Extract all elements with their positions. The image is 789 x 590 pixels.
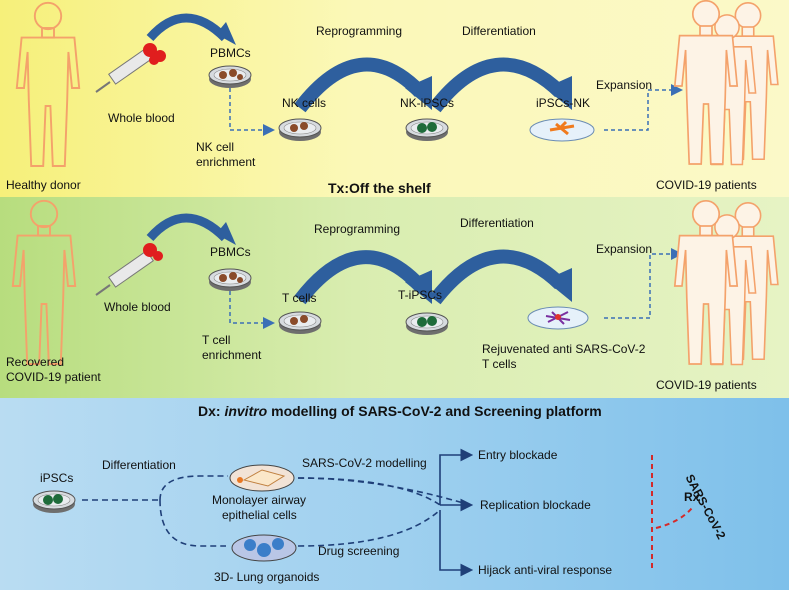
hijack-label: Hijack anti-viral response bbox=[478, 563, 613, 577]
t-cells-dish-icon bbox=[278, 311, 322, 335]
reprogramming-label-2: Reprogramming bbox=[314, 222, 401, 236]
t-enrichment-label-1: T cell bbox=[202, 333, 231, 347]
nk-cells-dish-icon bbox=[278, 118, 322, 142]
panel-t-cell-therapy bbox=[0, 197, 789, 398]
rx-label: Rx bbox=[684, 490, 700, 504]
ipsc-nk-dish-icon bbox=[529, 118, 595, 142]
arrow-blood-to-pbmcs-2 bbox=[146, 213, 236, 245]
healthy-donor-icon bbox=[15, 1, 81, 167]
healthy-donor-label: Healthy donor bbox=[6, 178, 81, 192]
ipscs-dish-icon bbox=[32, 490, 76, 514]
syringe-icon-2 bbox=[95, 243, 163, 296]
whole-blood-label-2: Whole blood bbox=[104, 300, 171, 314]
nk-enrichment-label-1: NK cell bbox=[196, 140, 235, 154]
lung-organoids-dish-icon bbox=[231, 534, 297, 562]
differentiation-connector bbox=[82, 475, 228, 547]
differentiation-arrow-nk bbox=[429, 57, 572, 113]
syringe-icon bbox=[95, 43, 166, 93]
t-ipscs-label: T-iPSCs bbox=[398, 288, 443, 302]
ipscs-label: iPSCs bbox=[40, 471, 74, 485]
recovered-label-1: Recovered bbox=[6, 355, 65, 369]
reprogramming-arrow-t bbox=[294, 250, 432, 305]
patients-label: COVID-19 patients bbox=[656, 178, 757, 192]
monolayer-airway-dish-icon bbox=[229, 464, 295, 492]
tx-title: Tx:Off the shelf bbox=[328, 180, 431, 196]
outcome-arrows bbox=[439, 448, 474, 577]
differentiation-label-3: Differentiation bbox=[102, 458, 176, 472]
rejuvenated-label-2: T cells bbox=[482, 357, 517, 371]
rejuvenated-label-1: Rejuvenated anti SARS-CoV-2 bbox=[482, 342, 646, 356]
expansion-label-2: Expansion bbox=[596, 242, 653, 256]
monolayer-label-1: Monolayer airway bbox=[212, 493, 307, 507]
dashed-arrow-expansion-t bbox=[604, 248, 683, 319]
differentiation-label: Differentiation bbox=[462, 24, 536, 38]
patients-icon-2 bbox=[673, 199, 779, 366]
expansion-label: Expansion bbox=[596, 78, 653, 92]
replication-blockade-label: Replication blockade bbox=[480, 498, 591, 512]
t-cells-label: T cells bbox=[282, 291, 317, 305]
arrow-blood-to-pbmcs bbox=[146, 13, 236, 45]
monolayer-label-2: epithelial cells bbox=[222, 508, 297, 522]
whole-blood-label: Whole blood bbox=[108, 111, 175, 125]
recovered-patient-icon bbox=[11, 199, 77, 365]
nk-ipscs-label: NK-iPSCs bbox=[400, 96, 455, 110]
dashed-arrow-enrichment-nk bbox=[229, 88, 275, 136]
sars-modelling-label: SARS-CoV-2 modelling bbox=[302, 456, 427, 470]
differentiation-label-2: Differentiation bbox=[460, 216, 534, 230]
panel-in-vitro-modelling bbox=[0, 398, 789, 590]
reprogramming-label: Reprogramming bbox=[316, 24, 403, 38]
entry-blockade-label: Entry blockade bbox=[478, 448, 558, 462]
dx-title: Dx: invitro modelling of SARS-CoV-2 and … bbox=[198, 403, 602, 419]
patients-icon bbox=[673, 0, 779, 166]
recovered-label-2: COVID-19 patient bbox=[6, 370, 101, 384]
organoids-label: 3D- Lung organoids bbox=[214, 570, 320, 584]
panel-nk-therapy bbox=[0, 0, 789, 197]
patients-label-2: COVID-19 patients bbox=[656, 378, 757, 392]
nk-cells-label: NK cells bbox=[282, 96, 327, 110]
pbmcs-label: PBMCs bbox=[210, 46, 251, 60]
pbmc-dish-icon-2 bbox=[208, 268, 252, 292]
reprogramming-arrow-nk bbox=[294, 57, 432, 113]
nk-enrichment-label-2: enrichment bbox=[196, 155, 256, 169]
nk-ipscs-dish-icon bbox=[405, 118, 449, 142]
t-enrichment-label-2: enrichment bbox=[202, 348, 262, 362]
pbmcs-label-2: PBMCs bbox=[210, 245, 251, 259]
drug-screening-label: Drug screening bbox=[318, 544, 400, 558]
ipscs-nk-label: iPSCs-NK bbox=[536, 96, 591, 110]
pbmc-dish-icon bbox=[208, 65, 252, 89]
rejuvenated-t-dish-icon bbox=[527, 306, 589, 330]
differentiation-arrow-t bbox=[429, 249, 572, 305]
rx-inhibition-mark bbox=[651, 455, 693, 572]
t-ipscs-dish-icon bbox=[405, 312, 449, 336]
dashed-arrow-enrichment-t bbox=[229, 291, 275, 329]
modelling-screening-connectors bbox=[297, 477, 471, 547]
dashed-arrow-expansion-nk bbox=[604, 84, 683, 131]
